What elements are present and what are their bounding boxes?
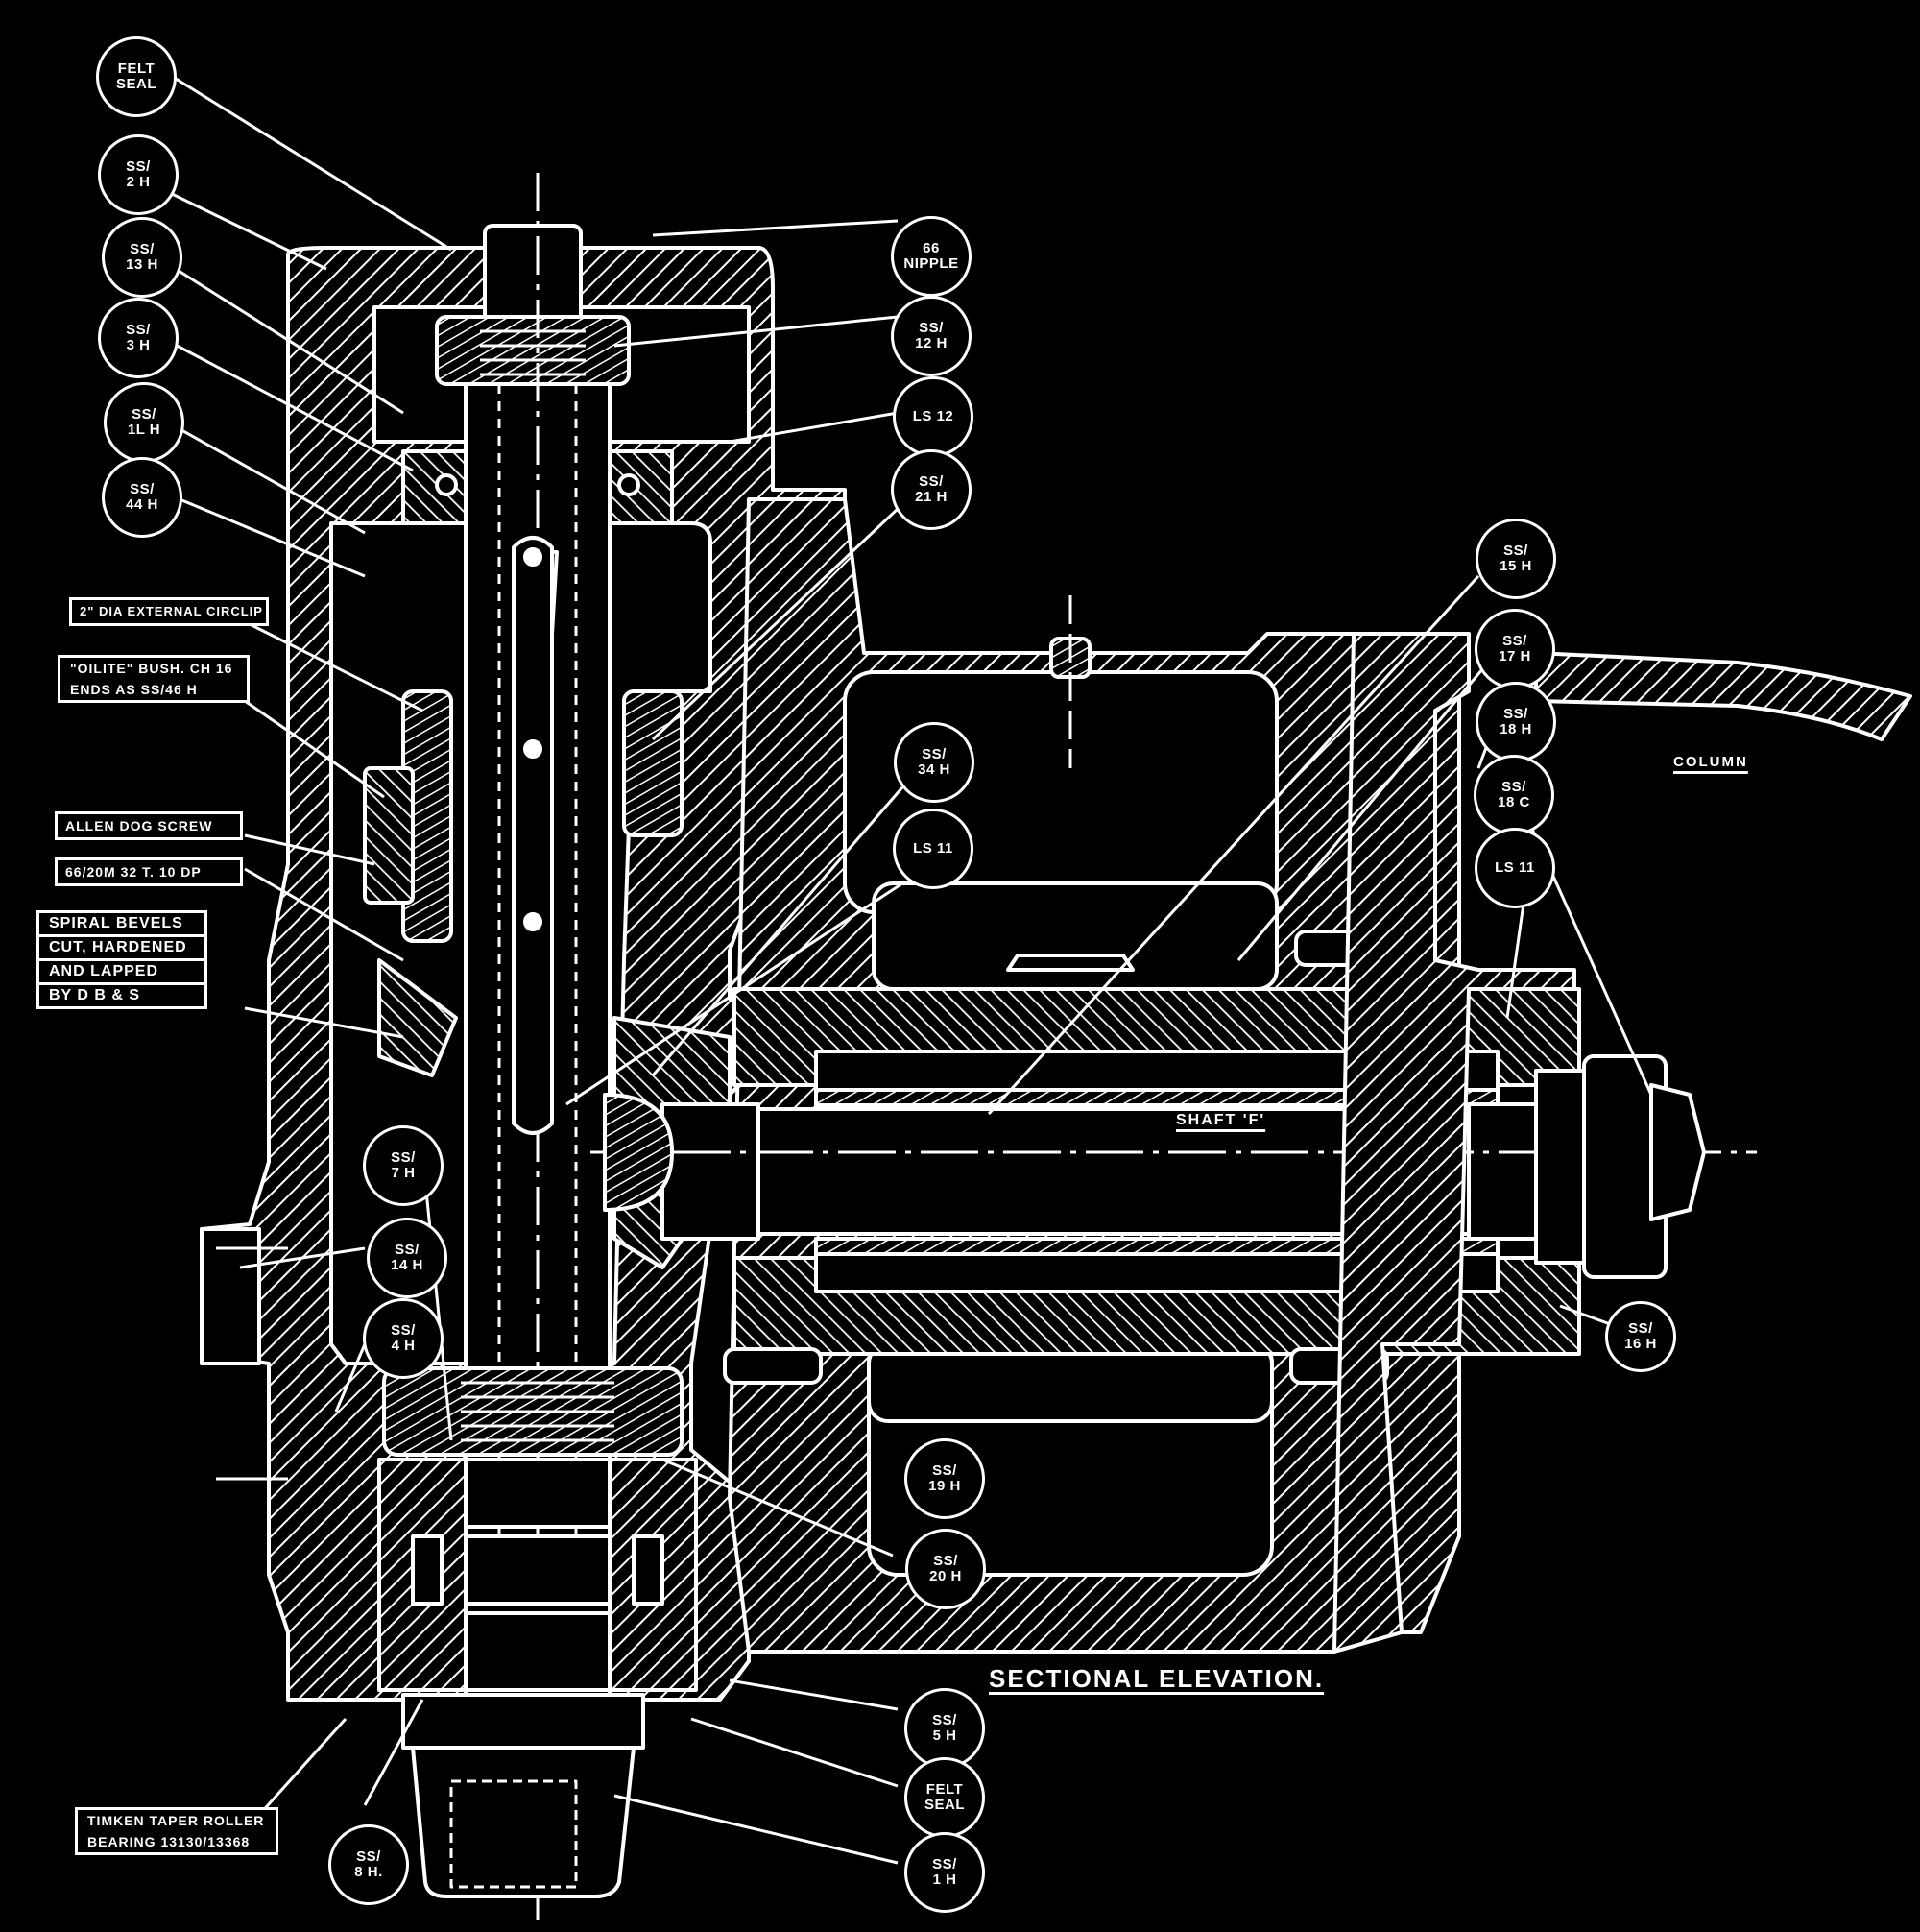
note-timken-bearing: TIMKEN TAPER ROLLER BEARING 13130/13368 xyxy=(75,1807,278,1855)
left-lower-boss xyxy=(200,1227,261,1365)
note-timken-line-2: BEARING 13130/13368 xyxy=(87,1834,251,1849)
bevel-gear-vertical xyxy=(377,958,458,1077)
note-bevels-line-2: CUT, HARDENED xyxy=(39,937,204,961)
column-section xyxy=(1332,632,1576,1654)
balloon-ss-20h: SS/ 20 H xyxy=(905,1529,986,1609)
balloon-ss-17h: SS/ 17 H xyxy=(1475,609,1555,689)
oilite-bush-right xyxy=(622,689,684,837)
balloon-ss-2h: SS/ 2 H xyxy=(98,134,179,215)
shaft-label: SHAFT 'F' xyxy=(1176,1112,1266,1128)
note-bush-line-1: "OILITE" BUSH. CH 16 xyxy=(70,661,233,676)
balloon-ss-8h: SS/ 8 H. xyxy=(328,1824,409,1905)
column-label: COLUMN xyxy=(1673,754,1748,770)
top-nut-thread xyxy=(480,329,586,376)
balloon-ls11-center: LS 11 xyxy=(893,809,973,889)
horizontal-mid-cavity xyxy=(872,881,1279,991)
upper-ball-right xyxy=(617,473,640,496)
balloon-felt-seal-bottom: FELT SEAL xyxy=(904,1757,985,1838)
shaft-end-cap-left xyxy=(603,1093,674,1212)
balloon-ss-34h: SS/ 34 H xyxy=(894,722,974,803)
note-oilite-bush: "OILITE" BUSH. CH 16 ENDS AS SS/46 H xyxy=(58,655,250,703)
balloon-ss-13h: SS/ 13 H xyxy=(102,217,182,298)
spindle-nose-flange xyxy=(401,1693,645,1750)
balloon-ls12: LS 12 xyxy=(893,376,973,457)
balloon-ss-15h: SS/ 15 H xyxy=(1476,519,1556,599)
note-bevels-line-4: BY D B & S xyxy=(49,987,141,1003)
note-bevels-line-1: SPIRAL BEVELS xyxy=(39,913,204,937)
lower-gear-thread xyxy=(461,1381,614,1442)
note-circlip: 2" DIA EXTERNAL CIRCLIP xyxy=(69,597,269,626)
balloon-ss-21h: SS/ 21 H xyxy=(891,449,972,530)
balloon-ss-12h: SS/ 12 H xyxy=(891,296,972,376)
note-gear-spec: 66/20M 32 T. 10 DP xyxy=(55,857,243,886)
drawing-title: SECTIONAL ELEVATION. xyxy=(989,1664,1325,1693)
balloon-ss-4h: SS/ 4 H xyxy=(363,1298,444,1379)
shaft-end-nut xyxy=(1649,1083,1706,1221)
balloon-ls11-right: LS 11 xyxy=(1475,828,1555,908)
note-bevels-line-3: AND LAPPED xyxy=(39,961,204,985)
balloon-ss-18c: SS/ 18 C xyxy=(1474,755,1554,835)
balloon-ss-14h: SS/ 14 H xyxy=(367,1218,447,1298)
balloon-ss-19h: SS/ 19 H xyxy=(904,1438,985,1519)
shaft-f-right-collar xyxy=(1467,1102,1538,1241)
balloon-ss-7h: SS/ 7 H xyxy=(363,1125,444,1206)
balloon-ss-1h: SS/ 1 H xyxy=(904,1832,985,1913)
upper-ball-left xyxy=(435,473,458,496)
shaft-f-left-collar xyxy=(660,1102,760,1241)
top-boss xyxy=(483,224,583,324)
dog-screw xyxy=(363,766,415,905)
note-spiral-bevels: SPIRAL BEVELS CUT, HARDENED AND LAPPED B… xyxy=(36,910,207,1009)
dowel-lower-left xyxy=(723,1347,823,1385)
note-allen-dog-screw: ALLEN DOG SCREW xyxy=(55,811,243,840)
balloon-ss-1lh: SS/ 1L H xyxy=(104,382,184,463)
balloon-ss-16h: SS/ 16 H xyxy=(1605,1301,1676,1372)
balloon-ss-3h: SS/ 3 H xyxy=(98,298,179,378)
column-arm xyxy=(1534,651,1912,741)
balloon-66-nipple: 66 NIPPLE xyxy=(891,216,972,297)
leader-lines xyxy=(167,75,1653,1865)
balloon-ss-18h: SS/ 18 H xyxy=(1476,682,1556,762)
balloon-felt-seal-top: FELT SEAL xyxy=(96,36,177,117)
note-timken-line-1: TIMKEN TAPER ROLLER xyxy=(87,1813,265,1828)
note-bush-line-2: ENDS AS SS/46 H xyxy=(70,682,198,697)
balloon-ss-44h: SS/ 44 H xyxy=(102,457,182,538)
spindle-nose-taper xyxy=(411,1746,636,1898)
